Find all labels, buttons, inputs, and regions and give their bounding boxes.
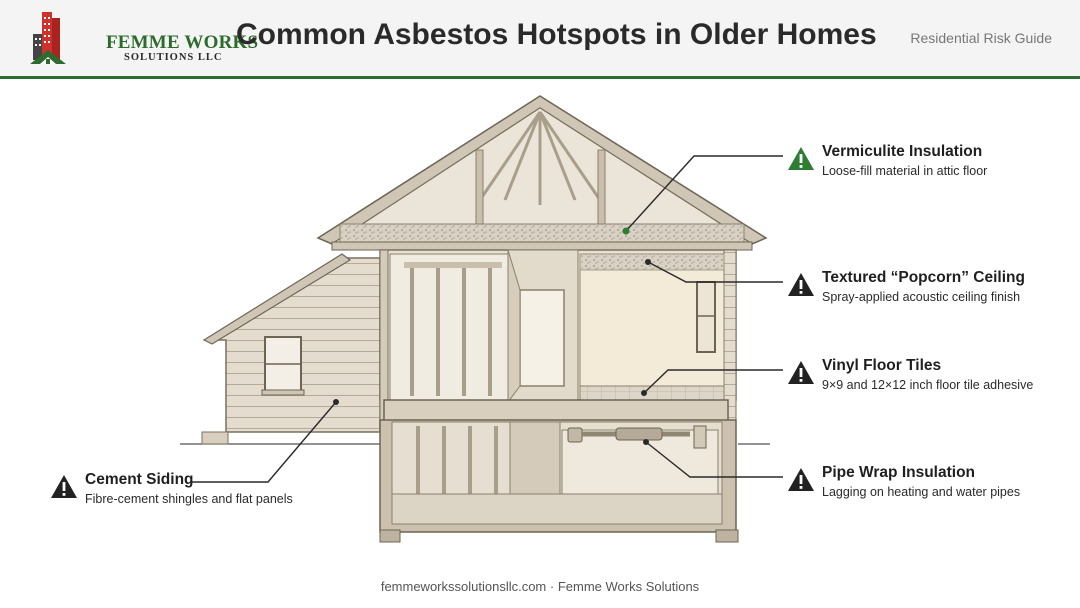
warning-triangle-icon <box>788 468 814 491</box>
hotspot-title: Textured “Popcorn” Ceiling <box>822 269 1025 286</box>
warning-triangle-icon <box>788 147 814 170</box>
warning-triangle-icon <box>51 475 77 498</box>
house-cutaway-diagram <box>0 79 1080 603</box>
hotspot-title: Pipe Wrap Insulation <box>822 464 976 481</box>
brand-tagline: SOLUTIONS LLC <box>124 52 223 63</box>
hotspot-description: Spray-applied acoustic ceiling finish <box>822 290 1021 304</box>
hotspot-description: Loose-fill material in attic floor <box>822 164 988 178</box>
house-illustration <box>180 95 783 543</box>
hotspot-description: Lagging on heating and water pipes <box>822 485 1021 499</box>
guide-label: Residential Risk Guide <box>910 30 1052 46</box>
building-icon <box>30 12 66 64</box>
header-bar: FEMME WORKS SOLUTIONS LLC Common Asbesto… <box>0 0 1080 79</box>
hotspot-description: Fibre-cement shingles and flat panels <box>85 492 293 506</box>
page-title: Common Asbestos Hotspots in Older Homes <box>236 18 877 51</box>
warning-triangle-icon <box>788 273 814 296</box>
warning-triangle-icon <box>788 361 814 384</box>
brand-name: FEMME WORKS <box>106 32 259 53</box>
hotspot-title: Vermiculite Insulation <box>822 143 983 160</box>
hotspot-title: Cement Siding <box>85 471 194 488</box>
footer-credit[interactable]: femmeworkssolutionsllc.com · Femme Works… <box>380 579 700 594</box>
brand-logo[interactable]: FEMME WORKS SOLUTIONS LLC <box>28 8 258 68</box>
hotspot-title: Vinyl Floor Tiles <box>822 357 942 374</box>
hotspot-description: 9×9 and 12×12 inch floor tile adhesive <box>822 378 1034 392</box>
